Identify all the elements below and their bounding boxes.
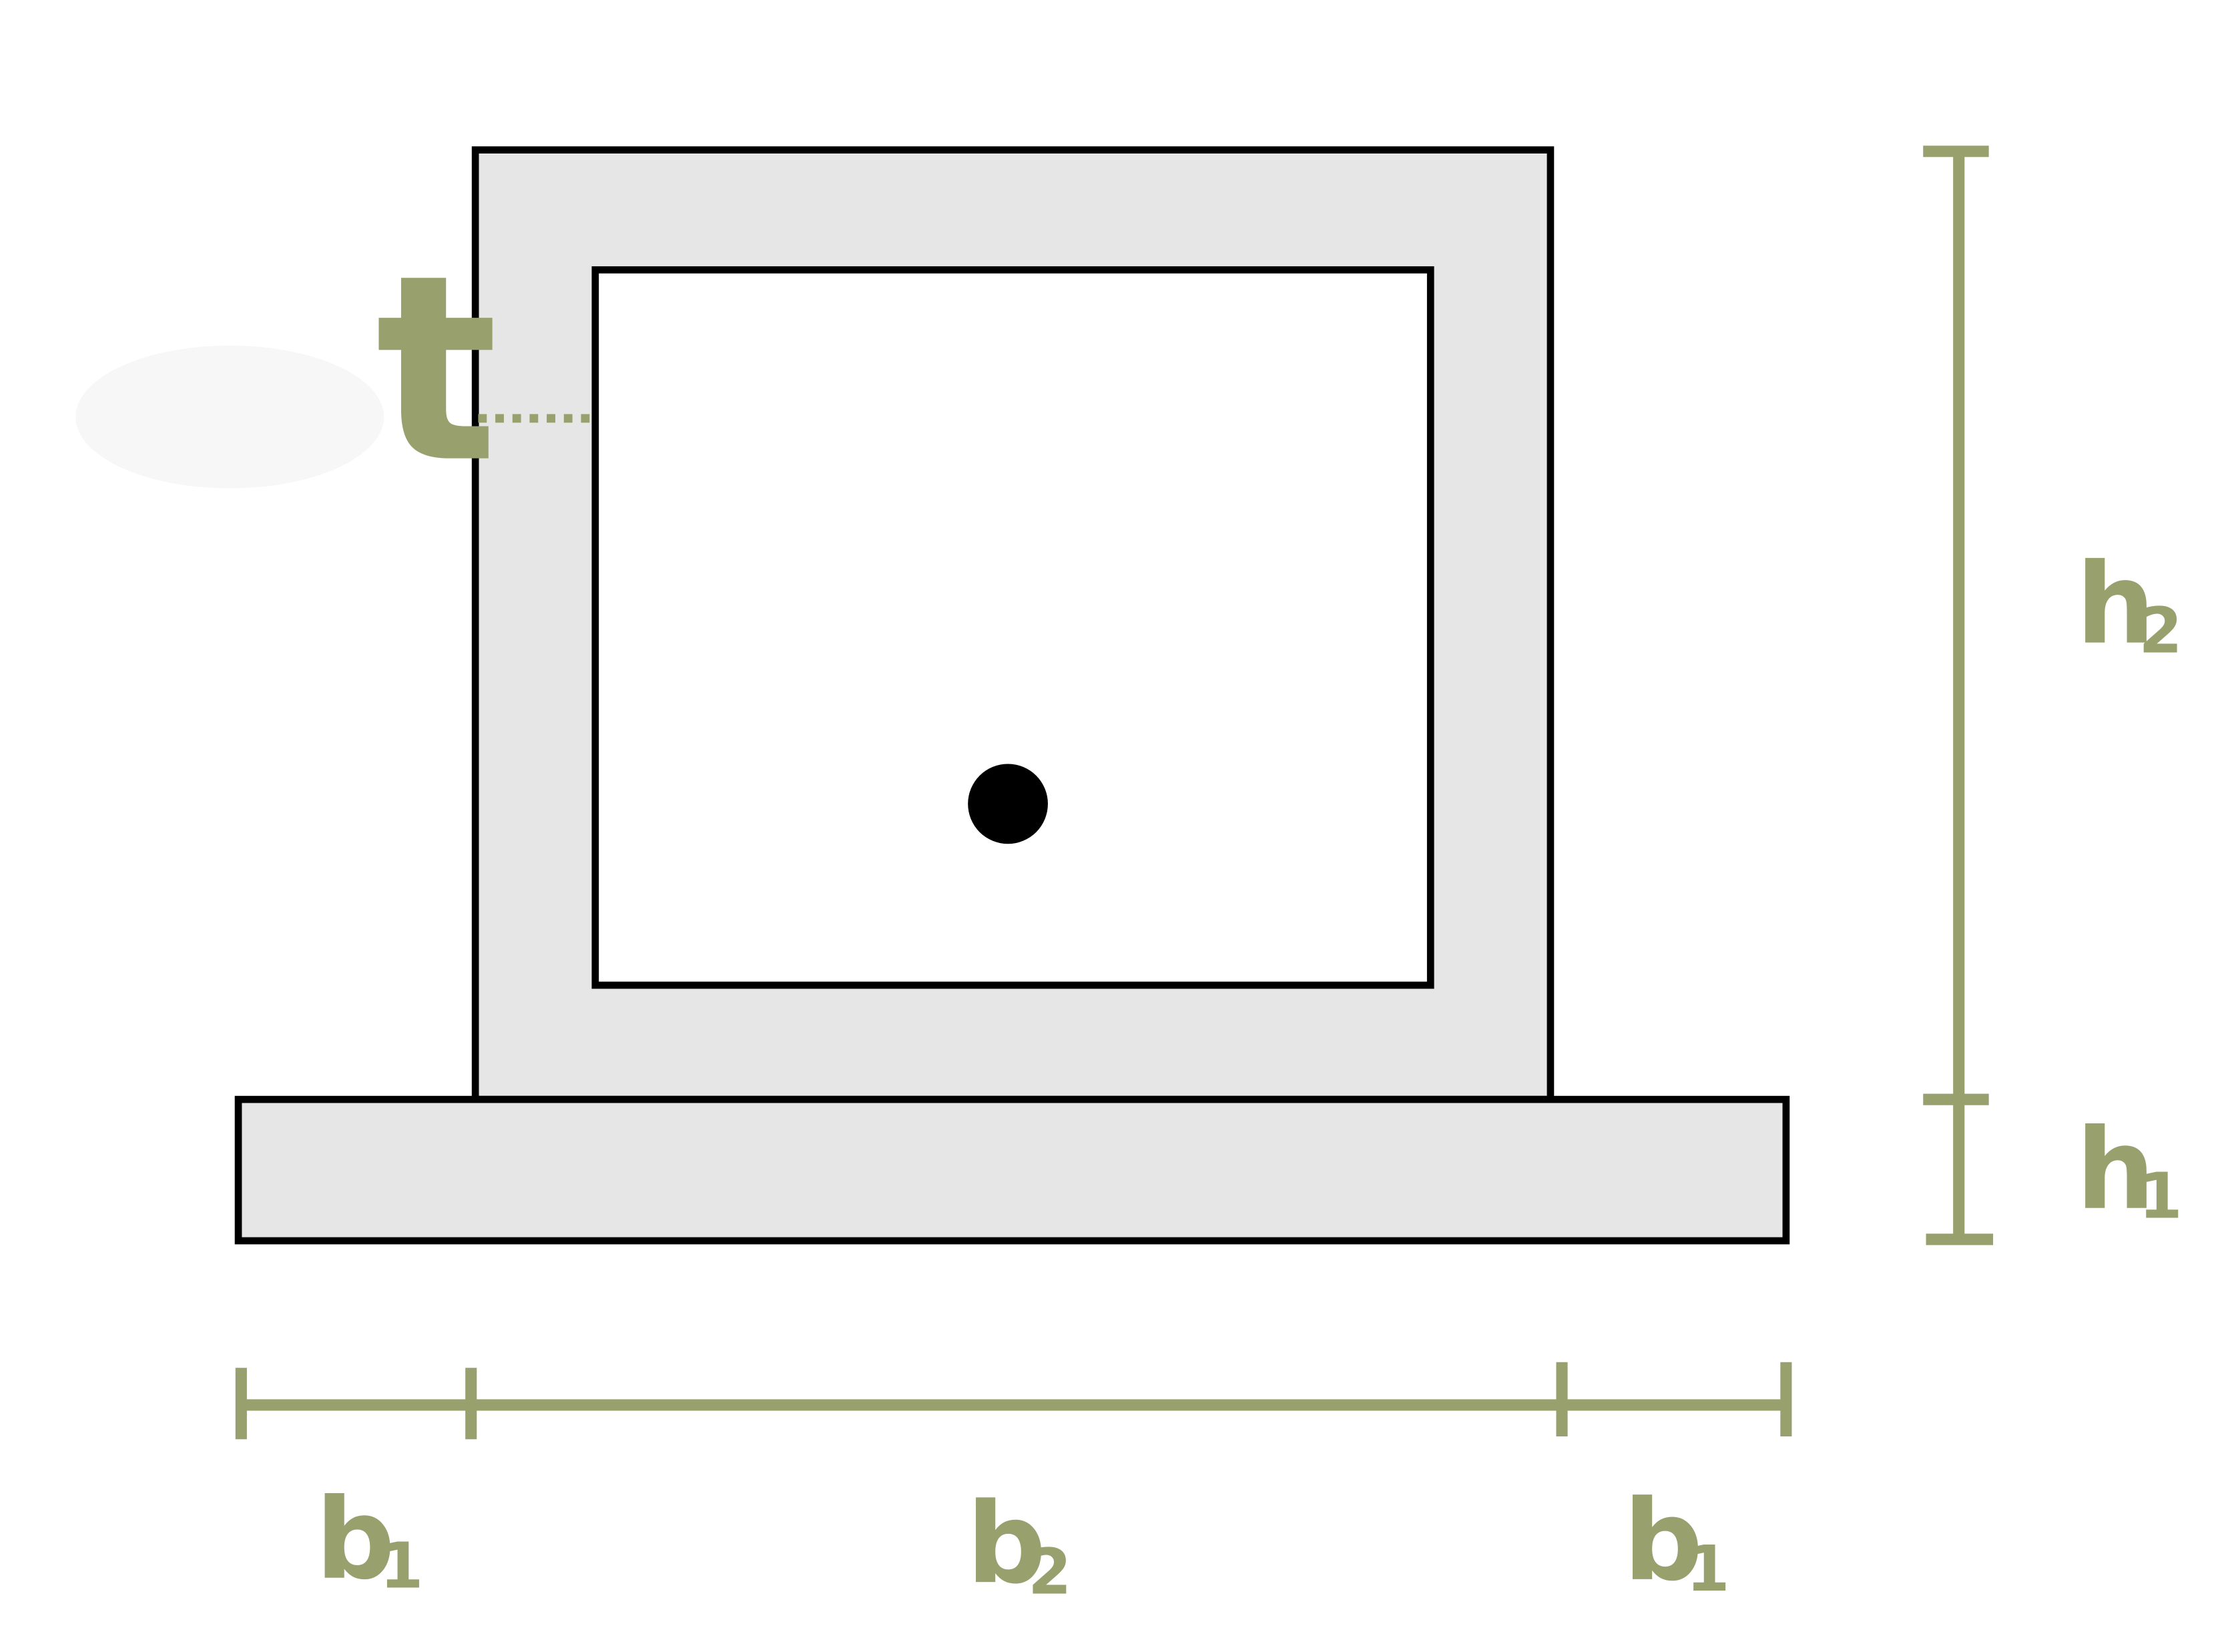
background-smudge (75, 345, 384, 489)
dimension-label-b1-right: b1 (1623, 1476, 1730, 1606)
b2-sub: 2 (1028, 1536, 1071, 1609)
vertical-dimension (1923, 146, 1994, 1246)
b1-right-main: b (1623, 1476, 1703, 1606)
b1-left-sub: 1 (380, 1531, 423, 1603)
dimension-label-h1: h1 (2076, 1105, 2183, 1235)
b2-main: b (966, 1479, 1046, 1609)
dimension-label-b1-left: b1 (316, 1475, 424, 1605)
b1-left-main: b (316, 1475, 395, 1605)
upper-box-void (591, 266, 1434, 989)
dimension-label-b2: b2 (966, 1479, 1071, 1609)
centroid-dot-icon (968, 764, 1048, 844)
h2-sub: 2 (2139, 595, 2182, 668)
h2-main: h (2076, 540, 2155, 669)
h1-sub: 1 (2139, 1161, 2182, 1233)
horizontal-dimension (235, 1362, 1792, 1440)
b1-right-sub: 1 (1686, 1533, 1729, 1606)
bottom-flange-plate (234, 1095, 1790, 1245)
h1-main: h (2076, 1105, 2155, 1235)
thickness-label: t (375, 220, 498, 519)
dimension-label-h2: h2 (2076, 540, 2183, 669)
